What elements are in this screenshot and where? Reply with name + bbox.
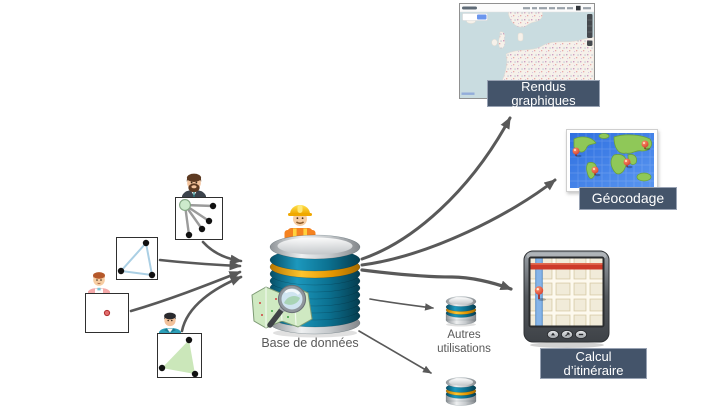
star-graph: [179, 199, 217, 239]
map-pins: [572, 140, 651, 177]
green-filled-triangle: [158, 336, 199, 377]
arrow-star-graph-to-db: [201, 240, 243, 265]
triangle-graph-box: [116, 237, 158, 280]
gps-navigator: [523, 250, 610, 348]
autres-utilisations-caption: Autres utilisations: [437, 329, 491, 355]
world-map-with-pins: [566, 129, 658, 192]
database-caption: Base de données: [261, 336, 359, 350]
man-teal-avatar: [159, 312, 181, 335]
businessman-avatar: [182, 173, 206, 199]
arrow-db-to-gps: [360, 268, 513, 291]
map-magnifier-icon: [251, 284, 313, 329]
layers-control-block: [587, 40, 593, 46]
red-dot-box: [85, 293, 129, 333]
small-database-2: [445, 377, 477, 406]
triangle-outline-graph: [117, 239, 156, 279]
rendus-graphiques-text: Rendus graphiques: [511, 78, 576, 108]
arrow-db-to-smalldb2: [358, 330, 432, 374]
menu-square-icon: [576, 5, 581, 11]
site-logo-block: [462, 6, 477, 10]
geocodage-text: Géocodage: [591, 190, 665, 207]
gps-buttons: [546, 330, 588, 339]
attribution-block: [461, 92, 475, 95]
arrow-db-to-geocodage: [360, 178, 557, 267]
search-button-block: [477, 14, 487, 20]
small-database-1: [445, 296, 477, 327]
star-graph-box: [175, 197, 223, 240]
geocodage-label: Géocodage: [579, 187, 677, 210]
child-avatar: [88, 272, 110, 294]
arrow-green-triangle-to-db: [180, 275, 243, 333]
red-dot-graphic: [103, 309, 111, 317]
menu-text-blocks: [523, 7, 591, 10]
calcul-itineraire-text: Calcul d’itinéraire: [563, 348, 624, 378]
green-triangle-box: [157, 333, 202, 378]
calcul-itineraire-label: Calcul d’itinéraire: [540, 348, 647, 379]
arrow-red-dot-to-db: [129, 270, 242, 313]
arrow-db-to-autres: [369, 298, 434, 311]
rendus-graphiques-label: Rendus graphiques: [487, 78, 600, 108]
arrow-triangle-graph-to-db: [158, 258, 242, 271]
arrow-db-to-rendus: [360, 116, 512, 261]
